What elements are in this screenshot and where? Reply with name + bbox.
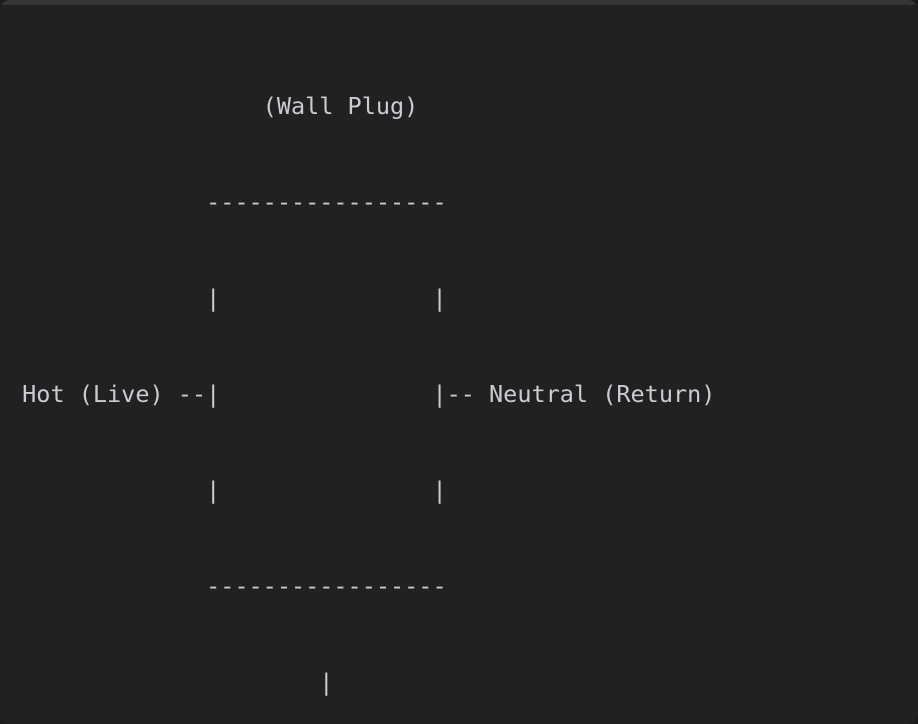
diagram-row-terminals: Hot (Live) --| |-- Neutral (Return) — [8, 380, 716, 408]
diagram-row-title: (Wall Plug) — [8, 92, 419, 120]
titlebar-strip — [0, 0, 918, 5]
diagram-row-box-bottom: ----------------- — [8, 572, 447, 600]
ascii-circuit-diagram: (Wall Plug) ----------------- | | Hot (L… — [0, 6, 918, 724]
titlebar-divider — [0, 5, 918, 6]
diagram-row-trunk-1: | — [8, 668, 334, 696]
diagram-row-box-top: ----------------- — [8, 188, 447, 216]
diagram-row-box-empty-1: | | — [8, 284, 447, 312]
diagram-row-box-empty-2: | | — [8, 476, 447, 504]
